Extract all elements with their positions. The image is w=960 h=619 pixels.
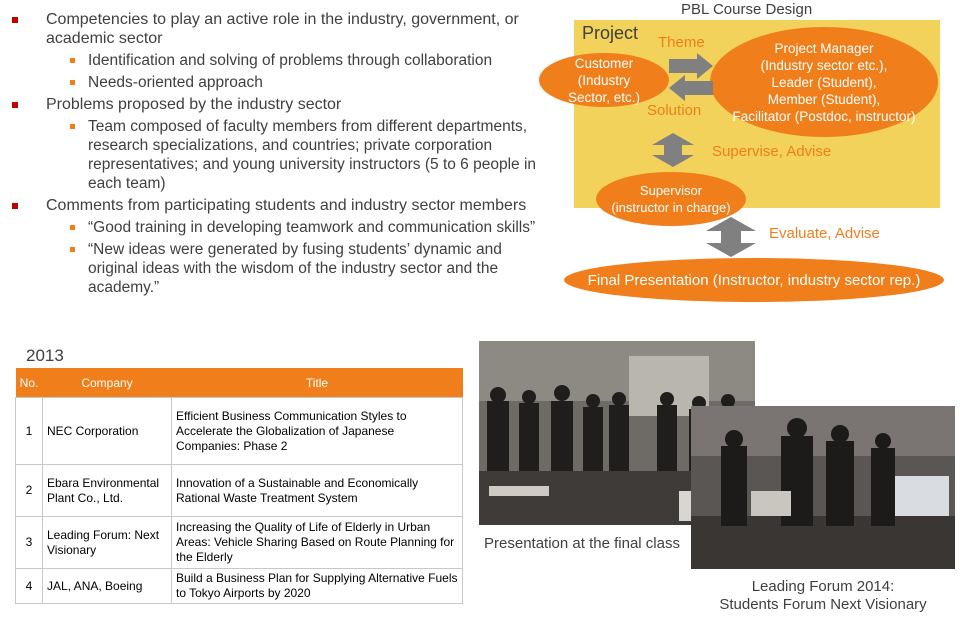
row-company: Leading Forum: Next Visionary [42, 516, 172, 569]
caption-final-class: Presentation at the final class [484, 535, 680, 552]
table-header-row: No. Company Title [15, 368, 463, 398]
row-no: 1 [15, 397, 43, 465]
theme-label: Theme [658, 34, 705, 51]
forum-photo-image [691, 406, 955, 569]
supervisor-ellipse: Supervisor (instructor in charge) [596, 172, 746, 226]
sub-bullet-new-ideas: “New ideas were generated by fusing stud… [10, 240, 555, 297]
customer-text: Customer (Industry Sector, etc.) [567, 55, 641, 105]
row-no: 3 [15, 516, 43, 569]
project-label: Project [582, 23, 639, 43]
table-row: 4 JAL, ANA, Boeing Build a Business Plan… [15, 568, 463, 604]
table-row: 3 Leading Forum: Next Visionary Increasi… [15, 516, 463, 569]
table-row: 2 Ebara Environmental Plant Co., Ltd. In… [15, 464, 463, 517]
final-presentation-ellipse: Final Presentation (Instructor, industry… [564, 258, 944, 302]
row-title: Increasing the Quality of Life of Elderl… [171, 516, 463, 569]
project-manager-text: Project Manager (Industry sector etc.), … [732, 40, 916, 124]
sub-bullet-needs: Needs-oriented approach [10, 73, 555, 92]
solution-label: Solution [647, 102, 702, 119]
supervise-label: Supervise, Advise [712, 143, 832, 160]
row-title: Build a Business Plan for Supplying Alte… [171, 568, 463, 604]
leading-forum-photo [691, 406, 955, 569]
diagram-title: PBL Course Design [681, 1, 813, 18]
customer-ellipse: Customer (Industry Sector, etc.) [539, 53, 669, 107]
sub-bullet-teamwork: “Good training in developing teamwork an… [10, 218, 555, 237]
table-year: 2013 [26, 346, 64, 365]
row-no: 4 [15, 568, 43, 604]
final-presentation-text: Final Presentation (Instructor, industry… [587, 271, 921, 289]
header-title: Title [171, 368, 463, 398]
exchange-arrows-icon [669, 53, 713, 101]
supervisor-text: Supervisor (instructor in charge) [611, 183, 731, 215]
row-title: Efficient Business Communication Styles … [171, 397, 463, 465]
row-no: 2 [15, 464, 43, 517]
header-no: No. [15, 368, 43, 398]
header-company: Company [42, 368, 172, 398]
row-title: Innovation of a Sustainable and Economic… [171, 464, 463, 517]
bullet-list: Competencies to play an active role in t… [10, 10, 555, 300]
row-company: JAL, ANA, Boeing [42, 568, 172, 604]
sub-bullet-identification: Identification and solving of problems t… [10, 51, 555, 70]
bullet-problems: Problems proposed by the industry sector [10, 95, 555, 114]
evaluate-label: Evaluate, Advise [769, 225, 880, 242]
bullet-comments: Comments from participating students and… [10, 196, 555, 215]
row-company: NEC Corporation [42, 397, 172, 465]
bullet-competencies: Competencies to play an active role in t… [10, 10, 555, 48]
evaluate-arrow-icon [706, 217, 756, 257]
pbl-diagram: PBL Course Design Project Customer (Indu… [539, 0, 960, 302]
row-company: Ebara Environmental Plant Co., Ltd. [42, 464, 172, 517]
projects-table: No. Company Title 1 NEC Corporation Effi… [15, 368, 463, 604]
supervise-arrow-icon [652, 133, 694, 167]
sub-bullet-team: Team composed of faculty members from di… [10, 117, 555, 193]
caption-leading-forum: Leading Forum 2014: Students Forum Next … [719, 578, 927, 613]
table-row: 1 NEC Corporation Efficient Business Com… [15, 397, 463, 465]
project-manager-ellipse: Project Manager (Industry sector etc.), … [710, 27, 938, 137]
